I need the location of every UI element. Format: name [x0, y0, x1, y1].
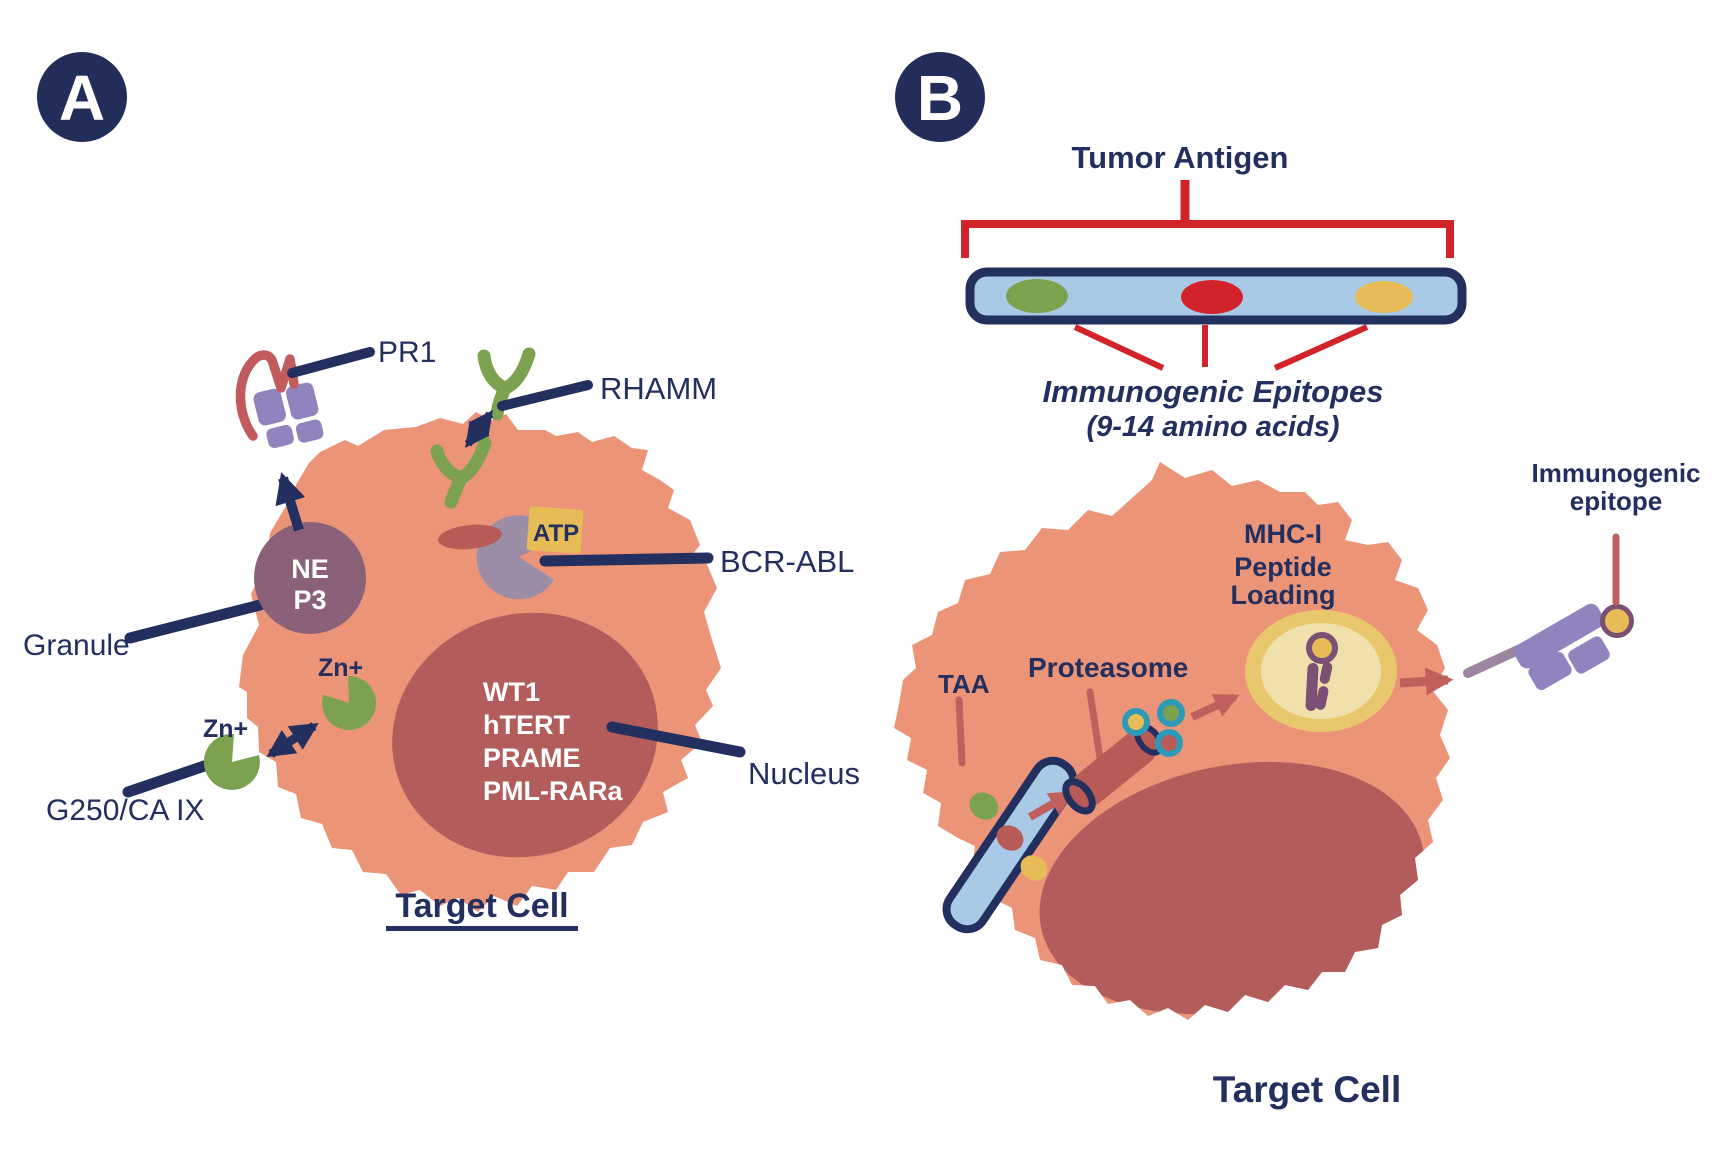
- epitope-callout-lines: [1073, 324, 1369, 371]
- epitopes-caption-line1: Immunogenic Epitopes: [1042, 374, 1383, 409]
- zn-lower-label: Zn+: [203, 715, 248, 743]
- panel-a: A WT1 hTERT PRAME PML-RARa NE P3: [23, 52, 860, 931]
- zn-transfer-arrow: [266, 722, 319, 758]
- nucleus-gene-4: PML-RARa: [483, 776, 623, 806]
- immunogenic-epitope-dot: [1600, 604, 1634, 638]
- tumor-antigen-title: Tumor Antigen: [1072, 140, 1289, 175]
- taa-pointer-line: [955, 696, 966, 767]
- immunogenic-epitope-label-line2: epitope: [1570, 486, 1662, 516]
- atp-label: ATP: [533, 520, 579, 547]
- panel-a-badge-letter: A: [59, 62, 105, 134]
- taa-label: TAA: [938, 669, 990, 699]
- nucleus-b-group: [1039, 761, 1425, 1015]
- nucleus-gene-1: WT1: [483, 677, 540, 707]
- granule-ne-label: NE: [291, 554, 329, 584]
- rhamm-y-receptor-outer: [477, 347, 536, 421]
- mhc-label-line2: Peptide: [1234, 552, 1332, 582]
- fragments-to-vesicle-arrow: [1190, 693, 1240, 721]
- bcr-abl-label: BCR-ABL: [720, 544, 854, 579]
- epitope-dot-yellow: [1355, 281, 1413, 313]
- nucleus-a: [392, 612, 658, 858]
- rhamm-shuttle-arrow: [464, 410, 494, 448]
- nucleus-gene-3: PRAME: [483, 743, 581, 773]
- epitopes-caption-line2: (9-14 amino acids): [1086, 411, 1339, 443]
- granule-pointer-line: [124, 599, 266, 644]
- bcr-abl-pointer-line: [539, 552, 714, 567]
- substrate-ellipse: [438, 524, 502, 550]
- mhc-label-line1: MHC-I: [1244, 519, 1322, 549]
- panel-b-badge: [895, 52, 985, 142]
- g250-label: G250/CA IX: [46, 794, 204, 827]
- epitope-dot-green: [1006, 279, 1068, 313]
- nucleus-pointer-line: [606, 721, 746, 758]
- nucleus-gene-2: hTERT: [483, 710, 570, 740]
- proteasome-label: Proteasome: [1028, 652, 1188, 683]
- taa-dot-green: [969, 792, 999, 820]
- vesicle-to-surface-arrow: [1399, 667, 1454, 696]
- atp-box: [526, 506, 584, 554]
- granule-label: Granule: [23, 629, 130, 662]
- rhamm-pointer-line: [497, 380, 593, 411]
- zn-upper-label: Zn+: [318, 654, 363, 682]
- fragment-yellow: [1122, 708, 1150, 736]
- target-cell-a-label: Target Cell: [395, 887, 568, 925]
- epitope-dot-red: [1181, 280, 1243, 314]
- nucleus-b: [1039, 761, 1425, 1015]
- granule-secretion-arrow: [275, 472, 306, 532]
- mhc-stalk: [1463, 645, 1523, 678]
- target-cell-a-underline: [386, 926, 578, 931]
- target-cell-b-label: Target Cell: [1213, 1069, 1401, 1110]
- granule-vesicle: [254, 522, 366, 634]
- zn-pacman-upper: [321, 675, 376, 730]
- zn-pacman-lower: [203, 733, 260, 790]
- panel-a-badge: [37, 52, 127, 142]
- nucleus-label: Nucleus: [748, 756, 860, 791]
- pr1-pointer-line: [287, 347, 375, 378]
- immunogenic-epitope-label-line1: Immunogenic: [1531, 458, 1700, 488]
- taa-dot-yellow: [1020, 855, 1048, 881]
- pr1-mhc-complex: [253, 382, 324, 449]
- mhc-label-line3: Loading: [1231, 580, 1336, 610]
- panel-b-badge-letter: B: [917, 62, 963, 134]
- proteasome-pointer-line: [1086, 688, 1104, 762]
- mhc-i-molecule: [1305, 632, 1338, 711]
- panel-b: B Tumor Antigen Immunogenic Epitopes (9-…: [894, 52, 1701, 1110]
- fragment-green: [1157, 699, 1185, 727]
- rhamm-label: RHAMM: [600, 371, 717, 406]
- taa-dot-red: [996, 825, 1024, 851]
- fragment-red: [1155, 729, 1183, 757]
- granule-p3-label: P3: [293, 585, 326, 615]
- g250-pointer-line: [122, 756, 222, 798]
- bracket: [961, 220, 1454, 258]
- surface-mhc-complex: [1513, 603, 1610, 691]
- pr1-peptide-squiggle: [235, 350, 299, 441]
- pr1-label: PR1: [378, 336, 436, 369]
- mhc-loading-vesicle-lumen: [1261, 623, 1381, 719]
- taa-to-proteasome-arrow: [1028, 790, 1075, 821]
